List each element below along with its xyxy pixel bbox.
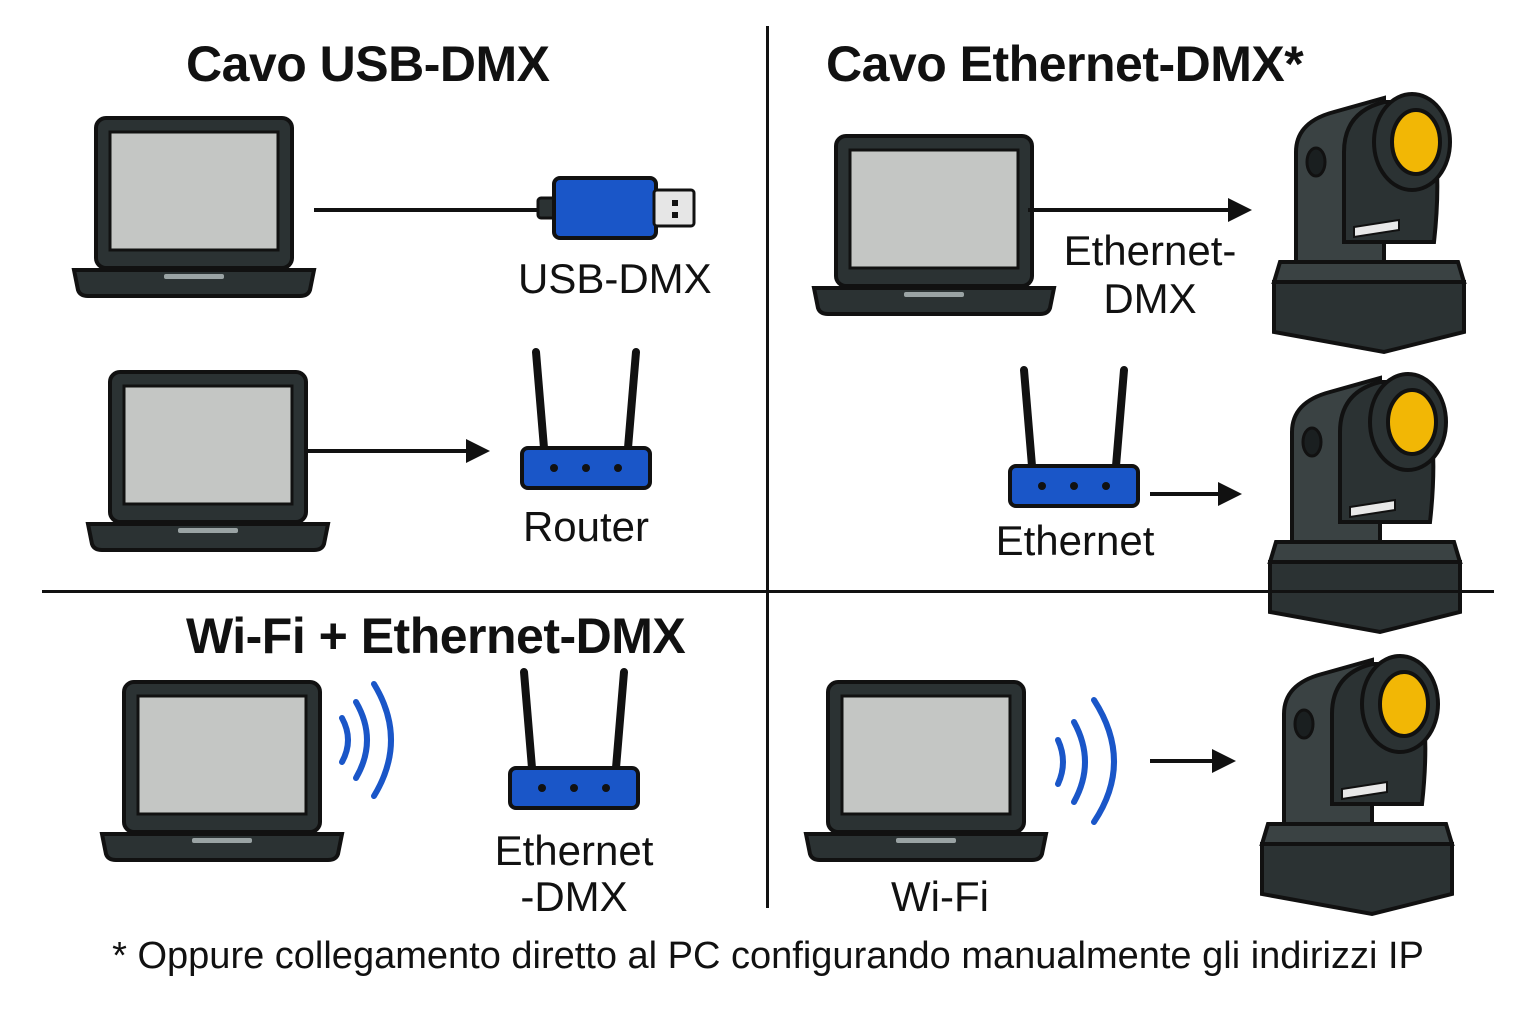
moving-head-light-icon [1268, 372, 1462, 634]
ethernet-dmx-label-line1: Ethernet- [1063, 227, 1237, 274]
arrow-icon [306, 439, 490, 463]
panel-title-ethernet-dmx: Cavo Ethernet-DMX* [826, 36, 1304, 92]
wifi-signal-icon [1055, 697, 1117, 825]
moving-head-light-icon [1272, 92, 1466, 354]
laptop-icon [804, 680, 1048, 862]
laptop-icon [86, 370, 330, 552]
router-icon [510, 672, 638, 808]
ethernet-router-label: Ethernet [995, 517, 1155, 564]
laptop-icon [812, 134, 1056, 316]
usb-dmx-label: USB-DMX [518, 255, 712, 302]
router-label: Router [522, 503, 650, 550]
moving-head-light-icon [1260, 654, 1454, 916]
arrow-icon [1028, 198, 1252, 222]
footnote: * Oppure collegamento diretto al PC conf… [112, 935, 1424, 977]
panel-title-wifi-ethernet-dmx: Wi-Fi + Ethernet-DMX [186, 608, 686, 664]
laptop-icon [72, 116, 316, 298]
wifi-label: Wi-Fi [891, 873, 989, 920]
router-icon [1010, 370, 1138, 506]
laptop-icon [100, 680, 344, 862]
ethernet-dmx-label-line2: DMX [1103, 275, 1197, 322]
ethernet-dmx-router-label-line2: -DMX [520, 873, 628, 920]
panel-title-usb-dmx: Cavo USB-DMX [186, 36, 550, 92]
arrow-icon [1150, 482, 1242, 506]
router-icon [522, 352, 650, 488]
arrow-icon [1150, 749, 1236, 773]
ethernet-dmx-router-label-line1: Ethernet [494, 827, 654, 874]
vertical-divider [766, 26, 769, 908]
wifi-signal-icon [339, 681, 394, 799]
horizontal-divider [42, 590, 1494, 593]
usb-dmx-dongle-icon [536, 176, 696, 240]
